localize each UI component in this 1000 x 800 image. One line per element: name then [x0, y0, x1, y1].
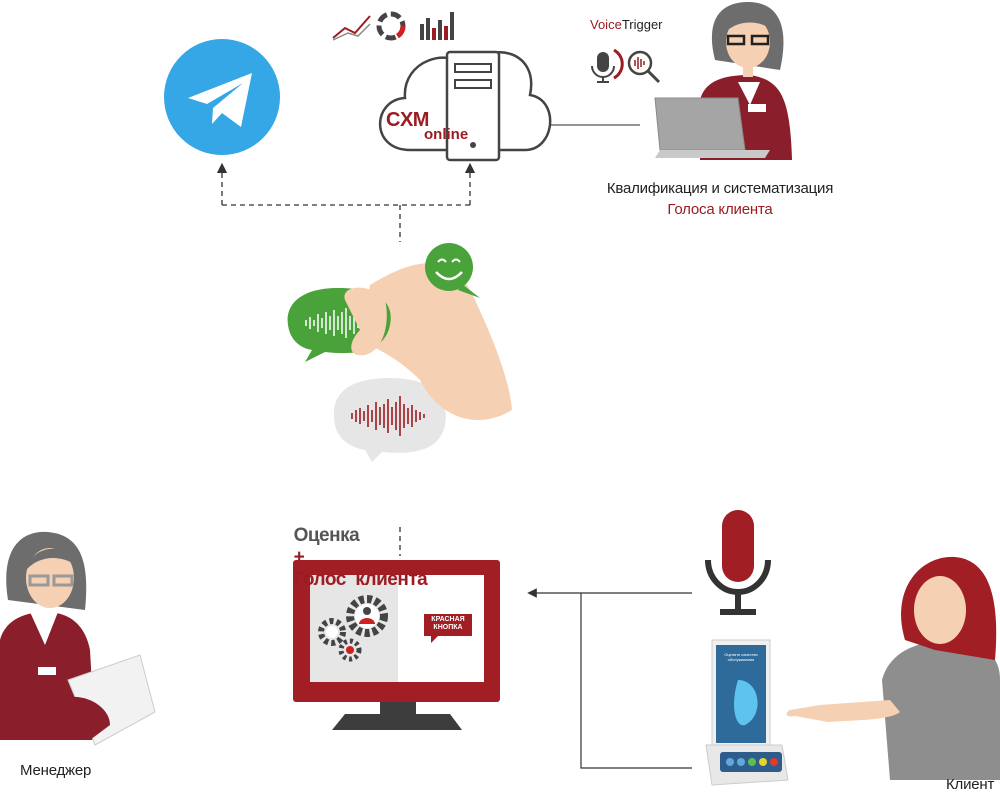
- client-input-lines: [527, 588, 692, 769]
- analytics-icons: [332, 11, 454, 41]
- dashed-connectors: [216, 162, 476, 556]
- voice-label: Голос клиента: [293, 569, 428, 590]
- analyst-woman-illustration: [654, 2, 792, 160]
- rating-voice-heading: Оценка + Голос клиента: [284, 503, 524, 591]
- manager-woman-illustration: [0, 531, 156, 746]
- red-button-logo: [424, 614, 472, 643]
- manager-label: Менеджер: [20, 762, 92, 779]
- feedback-terminal-illustration: [705, 639, 789, 786]
- brand-line1: КРАСНАЯ: [431, 616, 465, 623]
- qualification-line2: Голоса клиента: [667, 201, 773, 218]
- microphone-icon: [705, 510, 771, 615]
- brand-line2: КНОПКА: [433, 624, 463, 631]
- client-label: Клиент: [946, 776, 995, 793]
- terminal-screen-text: Оцените качество обслуживания: [724, 652, 758, 662]
- smiley-bubble-icon: [425, 243, 473, 291]
- cxm-brand-sub: online: [424, 126, 469, 143]
- voicetrigger-icons: [591, 48, 661, 84]
- voicetrigger-logo: VoiceTrigger: [590, 17, 663, 32]
- voicetrigger-part2: Trigger: [621, 17, 663, 32]
- qualification-line1: Квалификация и систематизация: [606, 180, 834, 197]
- cxm-cloud-server-icon: [378, 50, 552, 162]
- rating-label: Оценка: [293, 525, 360, 546]
- red-button-brand-text: КРАСНАЯ КНОПКА: [424, 616, 472, 632]
- voicetrigger-part1: Voice: [590, 17, 622, 32]
- feedback-hand-illustration: [287, 243, 512, 462]
- cxm-brand-main: CXM: [386, 109, 429, 131]
- client-woman-illustration: [786, 556, 1000, 780]
- gray-voice-bubble: [333, 378, 446, 462]
- plus-sign: +: [293, 547, 305, 568]
- monitor-illustration: [293, 560, 500, 730]
- gears-icon: [318, 595, 388, 662]
- qualification-caption: Квалификация и систематизация Голоса кли…: [590, 180, 850, 218]
- telegram-icon: [164, 39, 280, 155]
